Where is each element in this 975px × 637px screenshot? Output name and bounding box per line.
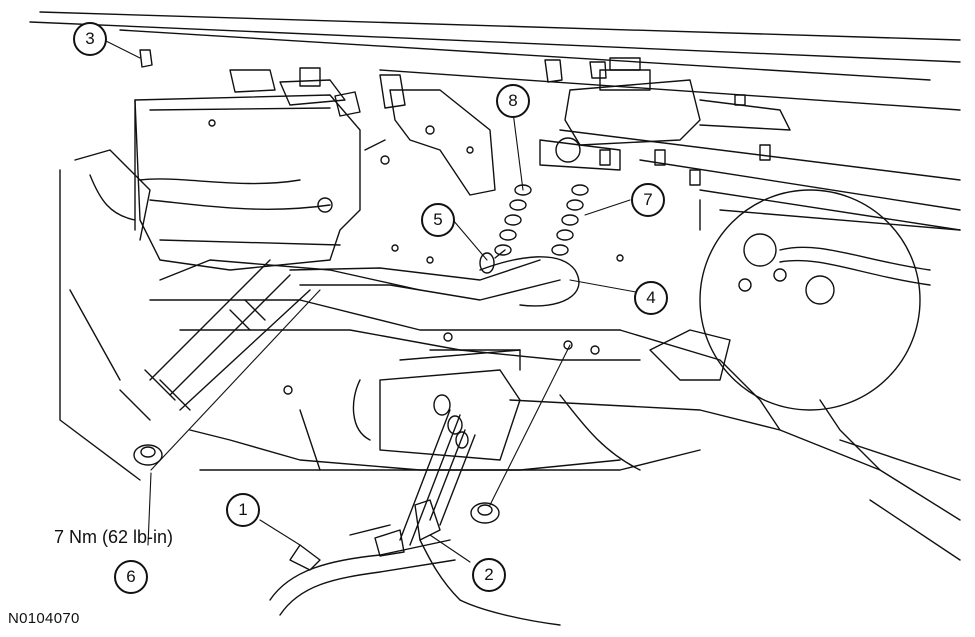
callout-6: 6 — [114, 560, 148, 594]
washer-reservoir — [134, 67, 390, 271]
callout-8: 8 — [496, 84, 530, 118]
fasteners — [133, 49, 624, 524]
callout-3: 3 — [73, 22, 107, 56]
callout-5: 5 — [421, 203, 455, 237]
callout-7: 7 — [631, 183, 665, 217]
cowl-panel-lines — [29, 11, 961, 231]
hose-assembly — [144, 249, 580, 411]
callout-4: 4 — [634, 281, 668, 315]
brake-fluid-reservoir — [539, 57, 791, 186]
torque-spec-label: 7 Nm (62 lb-in) — [54, 527, 174, 547]
mounting-bracket — [379, 74, 496, 196]
lower-hose-connectors — [269, 394, 561, 626]
figure-id: N0104070 — [8, 610, 80, 627]
callout-leaders — [103, 39, 637, 563]
wiring-chain — [479, 184, 589, 274]
dash-panel-structure — [59, 149, 961, 561]
callout-2: 2 — [472, 558, 506, 592]
callout-1: 1 — [226, 493, 260, 527]
brake-booster — [699, 189, 961, 411]
